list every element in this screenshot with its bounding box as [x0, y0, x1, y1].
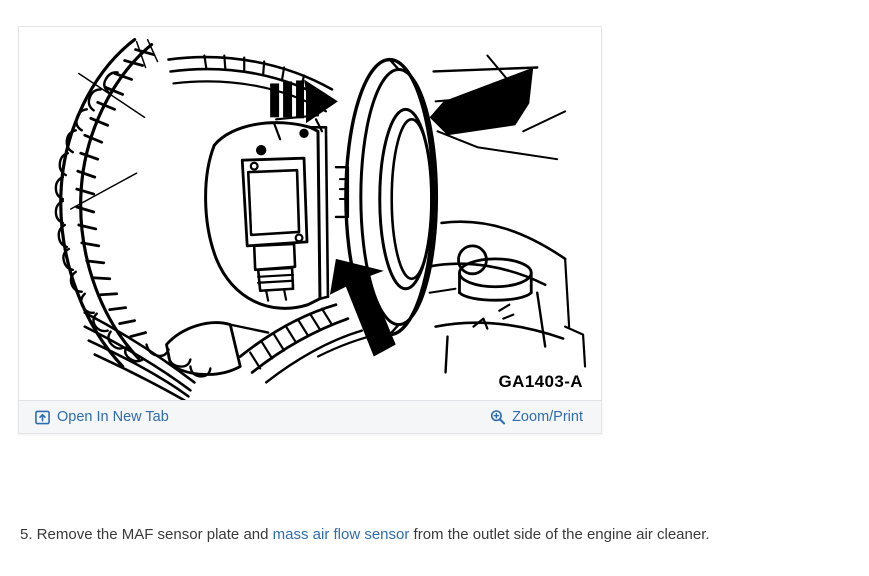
zoom-print-label: Zoom/Print: [512, 408, 583, 425]
open-in-new-tab-label: Open In New Tab: [57, 408, 169, 425]
step-text-after: from the outlet side of the engine air c…: [409, 526, 710, 543]
external-link-icon: [35, 410, 50, 425]
open-in-new-tab-link[interactable]: Open In New Tab: [35, 410, 169, 425]
figure-image[interactable]: GA1403-A: [19, 27, 601, 400]
callout-arrows: [270, 67, 534, 357]
step-instruction: 5. Remove the MAF sensor plate and mass …: [20, 524, 848, 546]
technical-illustration: [54, 38, 587, 400]
zoom-print-link[interactable]: Zoom/Print: [490, 410, 583, 425]
step-number: 5.: [20, 526, 33, 543]
magnifier-plus-icon: [490, 410, 506, 425]
figure-code-label: GA1403-A: [498, 372, 583, 391]
figure-card: GA1403-A Open In New Tab Zoom/P: [18, 26, 602, 434]
mass-air-flow-sensor-link[interactable]: mass air flow sensor: [272, 526, 410, 543]
step-text-before: Remove the MAF sensor plate and: [32, 526, 273, 543]
figure-action-bar: Open In New Tab Zoom/Print: [19, 400, 601, 433]
